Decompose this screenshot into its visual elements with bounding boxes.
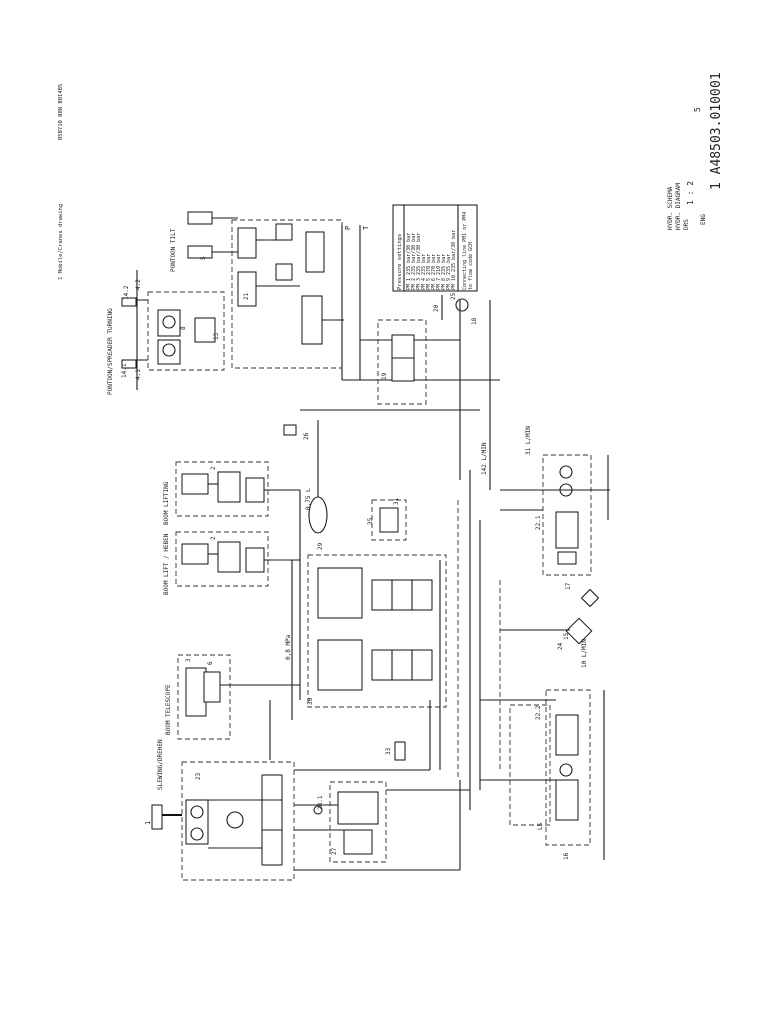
section-boom-telescope: BOOM TELESCOPE 3 6 bbox=[165, 654, 300, 740]
main-control-block: 30 0,8 MPa bbox=[285, 490, 447, 720]
pressure-row: PM 7 210 bar bbox=[436, 254, 442, 290]
label-35: 35 bbox=[367, 517, 374, 525]
title-info-4: ENG bbox=[700, 214, 707, 225]
label-25: 25 bbox=[450, 292, 457, 300]
label-2-top: 2 bbox=[210, 466, 217, 470]
label-27: 27 bbox=[331, 847, 338, 855]
label-2-bottom: 2 bbox=[210, 536, 217, 540]
label-21: 21 bbox=[243, 292, 250, 300]
filter-15: 15 24 10 L/MIN bbox=[500, 617, 593, 668]
pressure-table-note-1: Connecting line PM1 or PM4 bbox=[462, 212, 468, 290]
pressure-row: PM 5 270 bar bbox=[426, 254, 432, 290]
section-label-lifting: BOOM LIFT / HEBEN bbox=[163, 533, 170, 595]
pressure-row: PM 1 235 bar/30 bar bbox=[406, 233, 412, 290]
valve-block-27: 28.1 27 33 bbox=[294, 741, 406, 863]
label-30: 30 bbox=[307, 697, 314, 705]
right-distribution-lines bbox=[439, 470, 501, 810]
label-20: 20 bbox=[433, 304, 440, 312]
label-15: 15 bbox=[563, 632, 570, 640]
label-T-top: T bbox=[362, 225, 370, 230]
pressure-table-title: Pressure settings bbox=[397, 234, 403, 290]
flow-142: 142 L/MIN bbox=[481, 442, 488, 475]
doc-number: 1 A48503.0100 bbox=[709, 88, 724, 190]
section-label-tilt: PONTOON TILT bbox=[170, 228, 177, 272]
label-22-1: 22.1 bbox=[535, 515, 542, 530]
valve-block-19: 19 bbox=[377, 319, 427, 405]
header-note: 1 Mobile/Cranes drawing bbox=[58, 204, 64, 280]
side-code: B5B710 B0N B0I4B5 bbox=[58, 84, 64, 140]
valve-block-31: 31 35 bbox=[367, 497, 407, 541]
pressure-row: PM 6 270 bar bbox=[431, 254, 437, 290]
pressure-table-note-2: to flow code GCH bbox=[468, 242, 474, 290]
label-5: 5 bbox=[200, 256, 207, 260]
label-4-1: 4.1 bbox=[135, 369, 142, 380]
label-19: 19 bbox=[381, 372, 388, 380]
label-4-2: 4.2 bbox=[135, 279, 142, 290]
label-14-2: 14.2 bbox=[123, 285, 130, 300]
pressure-row: PM 2 235 bar/30 bar bbox=[411, 233, 417, 290]
label-14-1: 14.1 bbox=[121, 363, 128, 378]
pressure-row: PM 8 235 bar bbox=[441, 254, 447, 290]
section-label-main-lift: BOOM LIFTING bbox=[163, 481, 170, 525]
section-boom-lifting: BOOM LIFTING 2 bbox=[163, 461, 300, 525]
title-info-3: DRS bbox=[683, 219, 690, 230]
label-16: 16 bbox=[563, 852, 570, 860]
pressure-settings-table: Pressure settings PM 1 235 bar/30 bar PM… bbox=[392, 204, 478, 292]
accumulator-29: 29 0.75 L 26 bbox=[283, 420, 328, 550]
pressure-row: PM 10 235 bar/30 bar bbox=[451, 230, 457, 290]
title-block: 1 A48503.0100 01 5 1 : 2 HYDR. SCHEMA HY… bbox=[58, 72, 724, 280]
label-31: 31 bbox=[393, 497, 400, 505]
pressure-row: PM 3 235 bar/30 bar bbox=[416, 233, 422, 290]
sheet-number: 5 bbox=[693, 107, 702, 112]
pressure-row: PM 4 235 bar bbox=[421, 254, 427, 290]
pressure-row: PM 9 235 bar bbox=[446, 254, 452, 290]
section-boom-lift-heben: BOOM LIFT / HEBEN 2 bbox=[163, 531, 300, 595]
label-24: 24 bbox=[557, 642, 564, 650]
upper-supply-lines: 18 20 25 bbox=[300, 225, 500, 490]
label-28-1: 28.1 bbox=[317, 795, 324, 810]
scale-line: 1 : 2 bbox=[686, 181, 695, 205]
label-8: 8 bbox=[180, 326, 187, 330]
flow-31: 31 L/MIN bbox=[525, 426, 532, 455]
lower-connecting-lines bbox=[269, 700, 470, 871]
pump-group-upper: 142 L/MIN 31 L/MIN 17 22.1 bbox=[481, 426, 610, 608]
label-22-2: 22.2 bbox=[535, 705, 542, 720]
label-26: 26 bbox=[303, 432, 310, 440]
label-23: 23 bbox=[195, 772, 202, 780]
label-29: 29 bbox=[317, 542, 324, 550]
section-label-slewing: SLEWING/DREHEN bbox=[157, 739, 164, 790]
pump-group-lower: 22.2 16 LS bbox=[480, 689, 605, 860]
title-info-2: HYDR. DIAGRAM bbox=[675, 183, 682, 230]
flow-10: 10 L/MIN bbox=[581, 639, 588, 668]
label-33: 33 bbox=[385, 747, 392, 755]
doc-rev: 01 bbox=[709, 72, 724, 88]
label-1: 1 bbox=[144, 821, 152, 825]
label-6: 6 bbox=[207, 661, 214, 665]
label-P-top: P bbox=[344, 226, 352, 230]
pressure-annotation: 0,8 MPa bbox=[285, 634, 292, 660]
section-label-telescope: BOOM TELESCOPE bbox=[165, 684, 172, 735]
label-18: 18 bbox=[471, 317, 478, 325]
label-3: 3 bbox=[185, 658, 192, 662]
accumulator-volume: 0.75 L bbox=[305, 488, 312, 510]
title-info-1: HYDR. SCHEMA bbox=[667, 186, 674, 230]
label-LS: LS bbox=[537, 822, 544, 830]
section-pontoon-tilt: PONTOON TILT 5 21 T P bbox=[170, 211, 370, 369]
section-slewing: SLEWING/DREHEN 1 23 bbox=[144, 739, 295, 881]
section-pontoon-turning: PONTOON/SPREADER TURNING 14.1 14.2 4.1 4… bbox=[107, 270, 225, 395]
label-17: 17 bbox=[565, 582, 572, 590]
label-13: 13 bbox=[213, 332, 220, 340]
section-label-turning: PONTOON/SPREADER TURNING bbox=[107, 308, 114, 395]
